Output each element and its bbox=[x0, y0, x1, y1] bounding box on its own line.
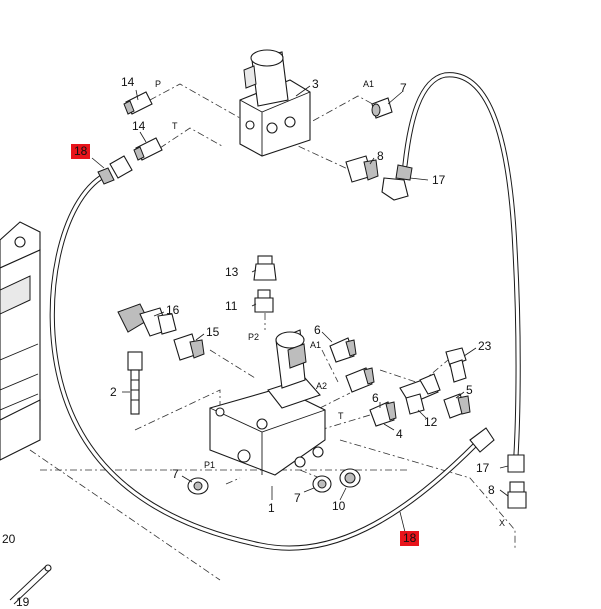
callout-5: 5 bbox=[466, 383, 473, 397]
fitting-a2 bbox=[345, 367, 375, 393]
hose-17 bbox=[381, 72, 525, 473]
port-label-a1-top: A1 bbox=[363, 79, 375, 89]
fitting-15 bbox=[173, 333, 205, 361]
plug-7-top bbox=[371, 97, 393, 119]
leader-lines bbox=[91, 85, 509, 533]
callout-17-top: 17 bbox=[432, 173, 446, 187]
plug-10 bbox=[339, 468, 361, 488]
plug-7-bottom bbox=[312, 475, 332, 493]
fitting-11 bbox=[254, 289, 274, 313]
callout-11: 11 bbox=[225, 299, 238, 313]
tee-12 bbox=[399, 373, 441, 415]
fitting-14-upper bbox=[123, 91, 153, 115]
callout-10: 10 bbox=[332, 499, 346, 513]
port-label-a2: A2 bbox=[316, 381, 328, 391]
callout-14-upper: 14 bbox=[121, 75, 135, 89]
callout-20: 20 bbox=[2, 532, 16, 546]
rod-19 bbox=[9, 564, 52, 605]
fitting-5 bbox=[443, 393, 471, 419]
fitting-13 bbox=[253, 255, 277, 281]
callout-1: 1 bbox=[268, 501, 275, 515]
callout-7-left: 7 bbox=[172, 467, 179, 481]
callout-12: 12 bbox=[424, 415, 438, 429]
callout-19: 19 bbox=[16, 595, 30, 609]
port-label-t-top: T bbox=[172, 121, 178, 131]
port-label-x: X bbox=[499, 518, 506, 528]
callout-14-lower: 14 bbox=[132, 119, 146, 133]
callout-18-highlight-bottom: 18 bbox=[400, 531, 420, 546]
callout-23: 23 bbox=[478, 339, 492, 353]
fitting-8-top bbox=[345, 155, 379, 183]
callout-7-bottom: 7 bbox=[294, 491, 301, 505]
port-label-t-mid: T bbox=[338, 411, 344, 421]
callout-15: 15 bbox=[206, 325, 220, 339]
callout-4: 4 bbox=[396, 427, 403, 441]
fitting-8-bottom bbox=[507, 481, 527, 509]
port-label-a1-mid: A1 bbox=[310, 340, 322, 350]
machine-frame bbox=[0, 221, 41, 461]
port-label-p1: P1 bbox=[204, 460, 216, 470]
callout-13: 13 bbox=[225, 265, 239, 279]
top-valve-block bbox=[239, 49, 311, 157]
callout-6-lower: 6 bbox=[372, 391, 379, 405]
fitting-14-lower bbox=[133, 137, 163, 161]
callout-3: 3 bbox=[312, 77, 319, 91]
bolt-2 bbox=[127, 351, 143, 415]
port-label-p2: P2 bbox=[248, 332, 260, 342]
callout-6-upper: 6 bbox=[314, 323, 321, 337]
elbow-23 bbox=[445, 347, 467, 383]
callout-17-bottom: 17 bbox=[476, 461, 490, 475]
callout-2: 2 bbox=[110, 385, 117, 399]
fitting-6-upper bbox=[329, 337, 357, 363]
port-label-p-top: P bbox=[155, 79, 162, 89]
callout-7-top: 7 bbox=[400, 81, 407, 95]
fitting-16 bbox=[117, 303, 177, 337]
callout-16: 16 bbox=[166, 303, 180, 317]
callout-8-bottom: 8 bbox=[488, 483, 495, 497]
hose-18 bbox=[49, 155, 495, 551]
plug-7-left bbox=[187, 477, 209, 495]
callout-18-highlight-top: 18 bbox=[71, 144, 91, 159]
callout-8-top: 8 bbox=[377, 149, 384, 163]
main-valve-block bbox=[209, 329, 326, 476]
fitting-6-lower bbox=[369, 401, 397, 427]
